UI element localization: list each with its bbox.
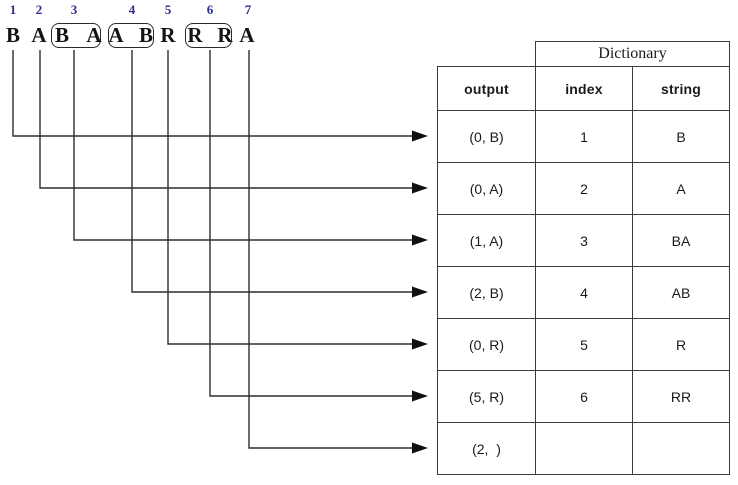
cell-output-5: (0, R) xyxy=(437,318,536,371)
phrase-number-3: 3 xyxy=(70,2,78,17)
phrase-box-6 xyxy=(185,23,232,48)
cell-output-7: (2, ) xyxy=(437,422,536,475)
cell-index-6: 6 xyxy=(535,370,633,423)
connector-7-arrowhead xyxy=(412,442,428,454)
cell-index-7 xyxy=(535,422,633,475)
connector-3-arrowhead xyxy=(412,234,428,246)
column-header-row: output index string xyxy=(437,66,730,111)
cell-string-5: R xyxy=(632,318,730,371)
table-row-2: (0, A) 2 A xyxy=(437,162,730,215)
phrase-number-4: 4 xyxy=(128,2,136,17)
table-row-1: (0, B) 1 B xyxy=(437,110,730,163)
connector-4-arrowhead xyxy=(412,286,428,298)
symbol-b1: B xyxy=(5,23,21,47)
phrase-box-3 xyxy=(51,23,101,48)
connector-2-line xyxy=(39,50,413,189)
symbol-r5: R xyxy=(160,23,176,47)
connector-3-line xyxy=(73,50,413,241)
phrase-number-2: 2 xyxy=(35,2,43,17)
symbol-a4: A xyxy=(108,23,124,47)
table-row-5: (0, R) 5 R xyxy=(437,318,730,371)
symbol-b4: B xyxy=(138,23,154,47)
cell-output-3: (1, A) xyxy=(437,214,536,267)
dictionary-title: Dictionary xyxy=(535,41,730,67)
dictionary-title-row: Dictionary xyxy=(438,41,730,67)
cell-index-2: 2 xyxy=(535,162,633,215)
dictionary-table: Dictionary output index string (0, B) 1 … xyxy=(437,41,730,475)
col-header-index: index xyxy=(535,66,633,111)
symbol-a2: A xyxy=(31,23,47,47)
cell-index-1: 1 xyxy=(535,110,633,163)
connector-5-line xyxy=(167,50,413,345)
symbol-a3: A xyxy=(86,23,102,47)
connector-5-arrowhead xyxy=(412,338,428,350)
connector-4-line xyxy=(131,50,413,293)
cell-output-4: (2, B) xyxy=(437,266,536,319)
table-row-4: (2, B) 4 AB xyxy=(437,266,730,319)
cell-string-3: BA xyxy=(632,214,730,267)
connector-2-arrowhead xyxy=(412,182,428,194)
cell-output-6: (5, R) xyxy=(437,370,536,423)
cell-index-4: 4 xyxy=(535,266,633,319)
col-header-output: output xyxy=(437,66,536,111)
cell-index-5: 5 xyxy=(535,318,633,371)
connector-6-arrowhead xyxy=(412,390,428,402)
table-row-3: (1, A) 3 BA xyxy=(437,214,730,267)
connector-1-line xyxy=(12,50,413,137)
symbol-b3: B xyxy=(54,23,70,47)
cell-string-4: AB xyxy=(632,266,730,319)
connector-1-arrowhead xyxy=(412,130,428,142)
symbol-a7: A xyxy=(239,23,255,47)
table-row-7: (2, ) xyxy=(437,422,730,475)
cell-index-3: 3 xyxy=(535,214,633,267)
symbol-r6a: R xyxy=(187,23,203,47)
cell-string-7 xyxy=(632,422,730,475)
col-header-string: string xyxy=(632,66,730,111)
cell-string-6: RR xyxy=(632,370,730,423)
cell-output-2: (0, A) xyxy=(437,162,536,215)
phrase-number-7: 7 xyxy=(244,2,252,17)
cell-string-2: A xyxy=(632,162,730,215)
phrase-number-6: 6 xyxy=(206,2,214,17)
phrase-box-4 xyxy=(108,23,154,48)
phrase-number-1: 1 xyxy=(9,2,17,17)
connector-6-line xyxy=(209,50,413,397)
symbol-r6b: R xyxy=(217,23,233,47)
cell-output-1: (0, B) xyxy=(437,110,536,163)
connector-7-line xyxy=(248,50,413,449)
table-ghost-cell xyxy=(438,42,536,67)
table-row-6: (5, R) 6 RR xyxy=(437,370,730,423)
cell-string-1: B xyxy=(632,110,730,163)
phrase-number-5: 5 xyxy=(164,2,172,17)
